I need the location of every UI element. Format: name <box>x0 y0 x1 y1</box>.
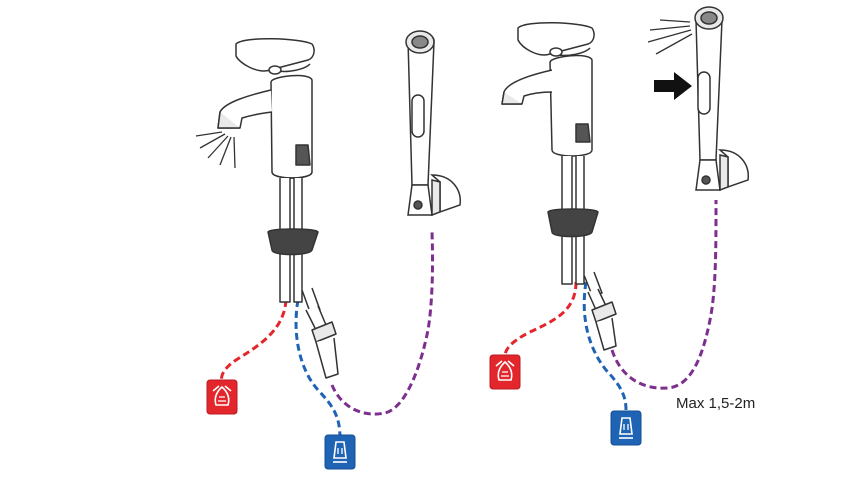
spray-lines-icon <box>195 131 236 169</box>
right-cold-water-line <box>582 281 628 411</box>
press-arrow-icon <box>654 72 692 100</box>
right-faucet <box>501 21 617 351</box>
hose-length-label: Max 1,5-2m <box>676 395 756 412</box>
left-hot-water-line <box>220 299 288 383</box>
left-faucet <box>217 37 339 379</box>
hot-water-valve-icon <box>206 379 238 415</box>
spray-lines-icon <box>647 19 693 55</box>
left-panel <box>195 30 461 470</box>
hot-water-valve-icon <box>489 354 521 390</box>
cold-water-valve-icon <box>324 434 356 470</box>
cold-water-valve-icon <box>610 410 642 446</box>
left-cold-water-line <box>294 299 342 439</box>
right-hand-shower <box>694 6 749 192</box>
left-hand-shower <box>405 30 461 217</box>
right-panel <box>489 6 749 446</box>
left-hose-line <box>330 231 435 416</box>
right-hose-line <box>610 199 718 390</box>
right-hot-water-line <box>503 281 578 357</box>
